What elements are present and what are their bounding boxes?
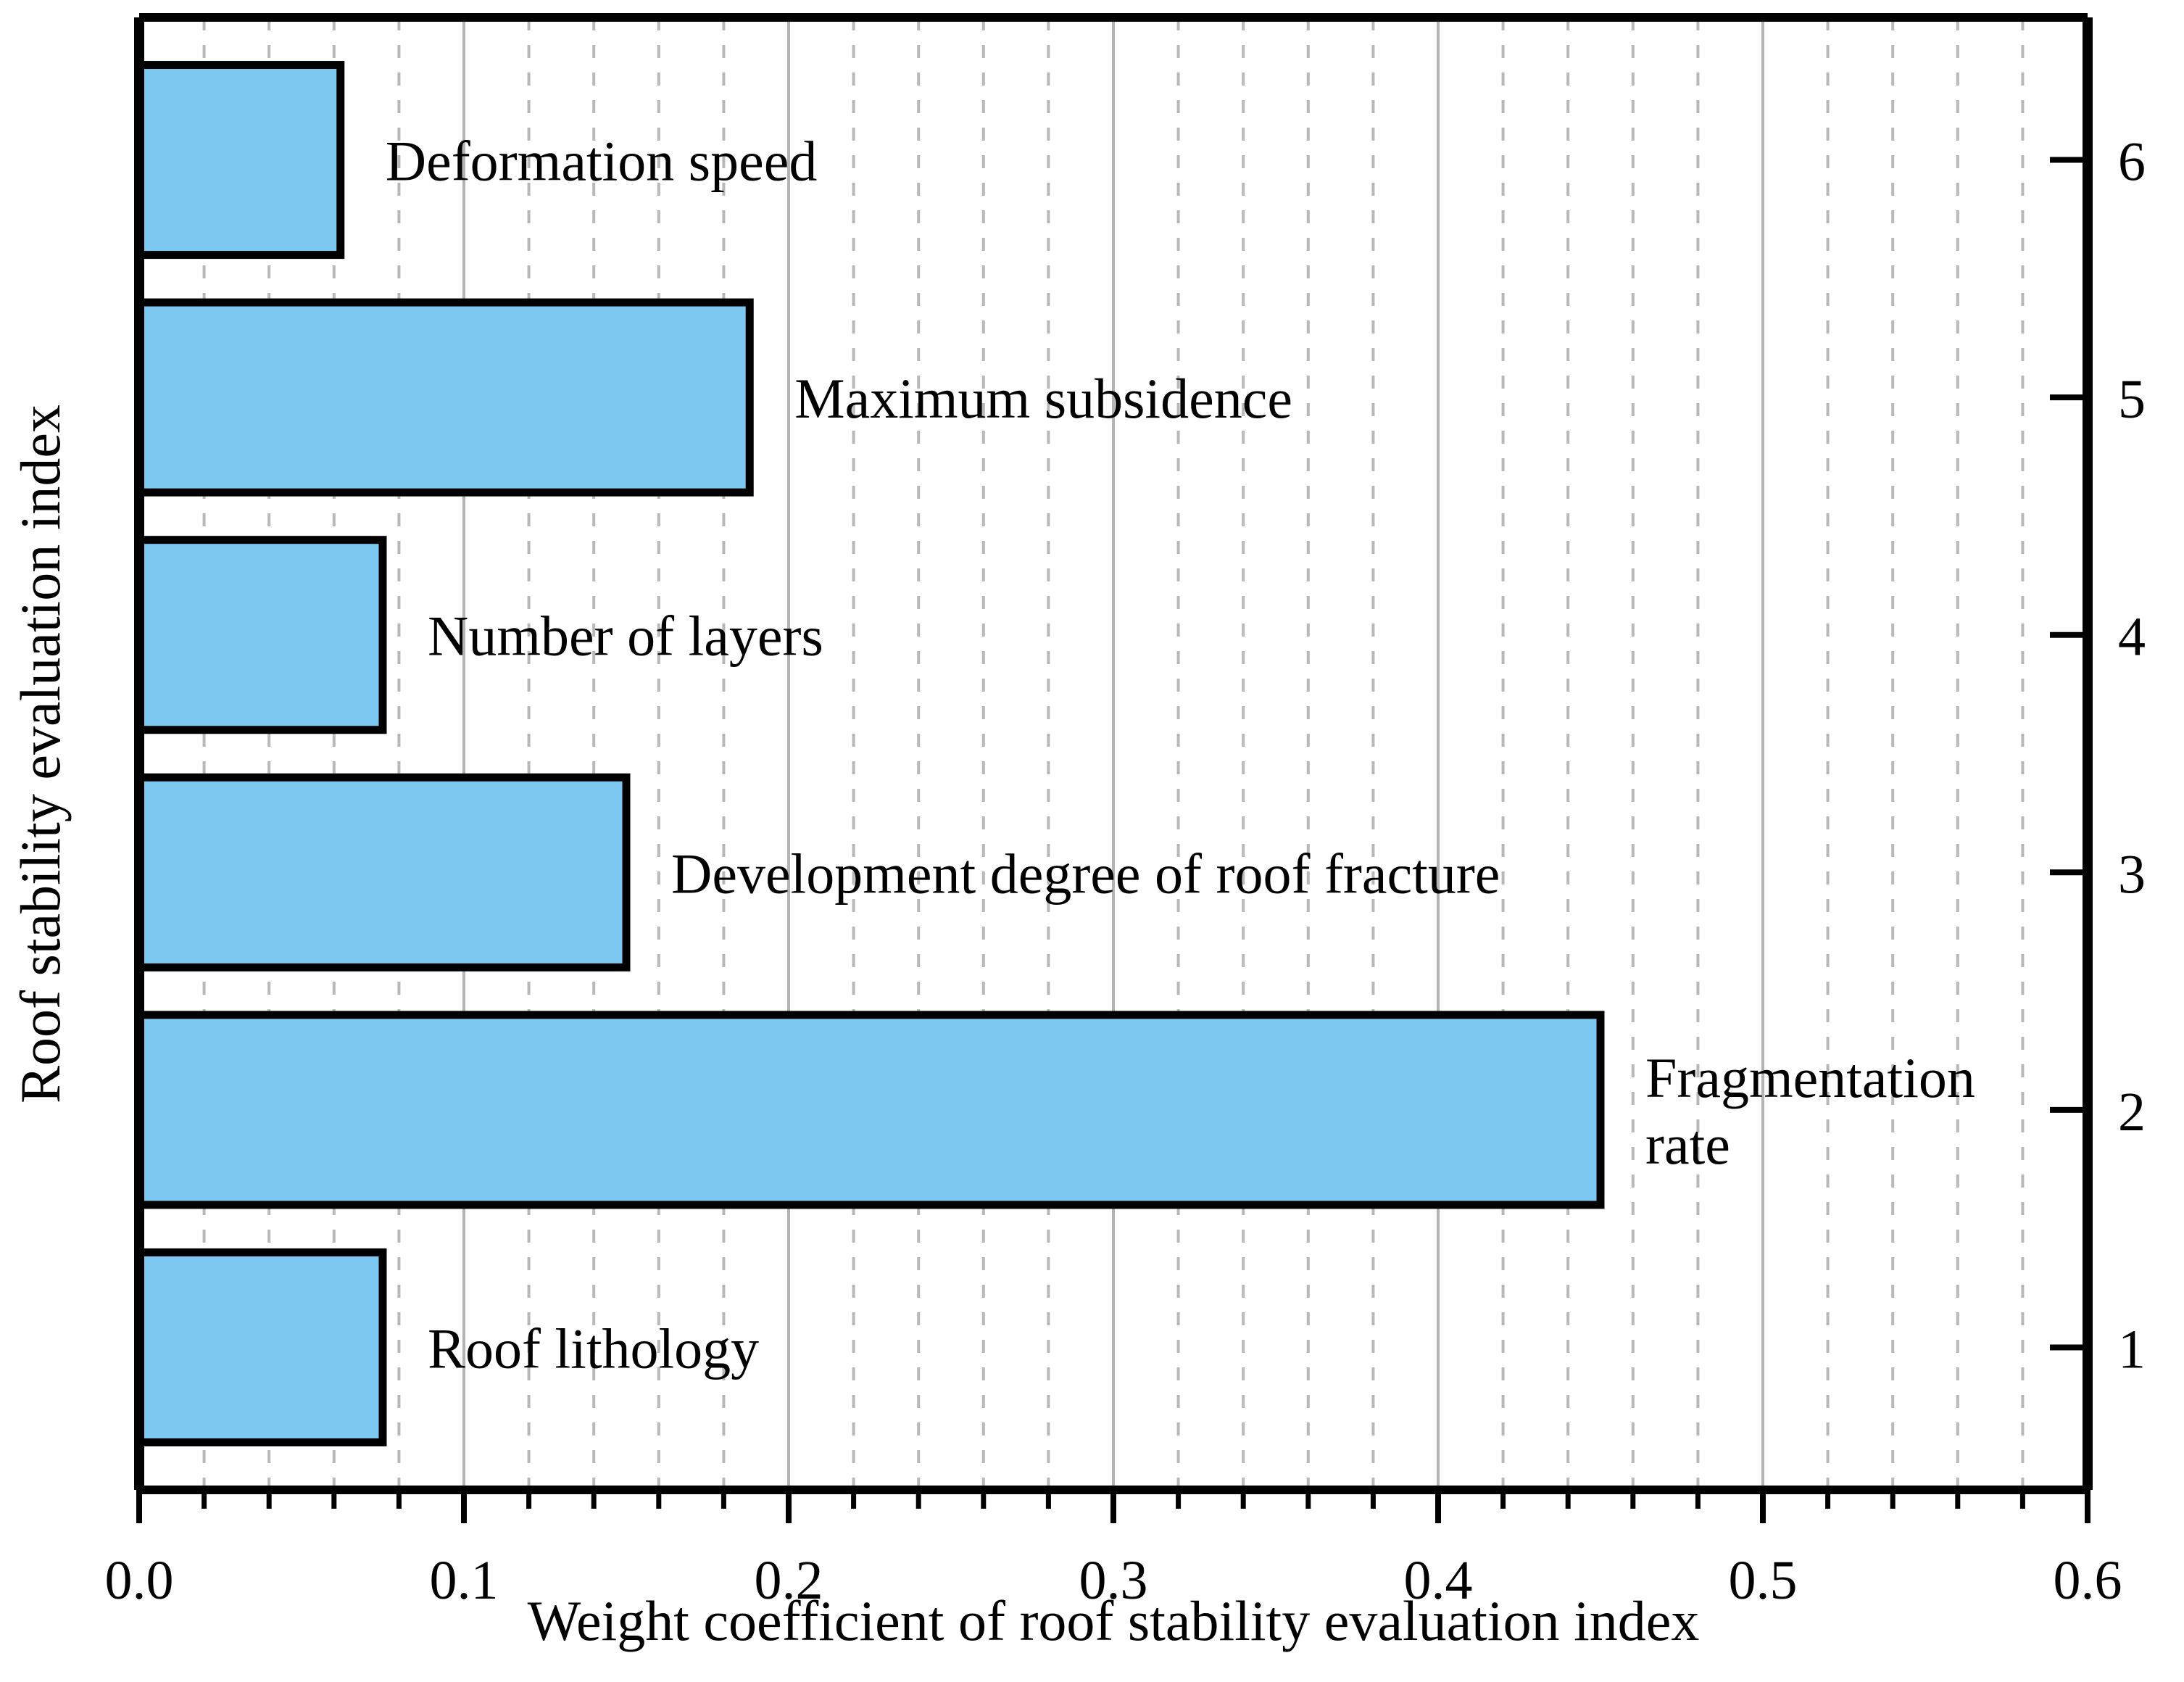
y-tick-label: 6 xyxy=(2118,132,2146,193)
y-axis-tick-labels: 1 2 3 4 5 6 xyxy=(2118,132,2146,1380)
x-tick-label: 0.1 xyxy=(430,1550,499,1611)
bar-label-3: Development degree of roof fracture xyxy=(671,842,1500,905)
bar-label-6: Deformation speed xyxy=(386,130,818,193)
bar-3 xyxy=(135,773,631,972)
y-tick-label: 5 xyxy=(2118,369,2146,430)
x-axis-ticks xyxy=(136,1490,2090,1523)
x-tick-label: 0.3 xyxy=(1079,1550,1148,1611)
y-tick-label: 2 xyxy=(2118,1082,2146,1143)
bar-label-5: Maximum subsidence xyxy=(794,367,1292,430)
x-tick-label: 0.4 xyxy=(1404,1550,1473,1611)
bar-4 xyxy=(135,536,387,734)
y-axis-ticks xyxy=(2050,157,2088,1351)
x-tick-label: 0.6 xyxy=(2054,1550,2122,1611)
bar-6 xyxy=(135,61,345,260)
x-axis-title: Weight coefficient of roof stability eva… xyxy=(528,1589,1700,1652)
x-axis-tick-labels: 0.0 0.1 0.2 0.3 0.4 0.5 0.6 xyxy=(105,1550,2122,1611)
bar-label-4: Number of layers xyxy=(428,605,823,668)
bar-2 xyxy=(135,1011,1605,1209)
x-tick-label: 0.2 xyxy=(755,1550,823,1611)
x-tick-label: 0.5 xyxy=(1729,1550,1798,1611)
y-axis-title: Roof stability evaluation index xyxy=(9,405,72,1103)
y-tick-label: 4 xyxy=(2118,607,2146,668)
bars-group xyxy=(135,61,1605,1446)
bar-label-1: Roof lithology xyxy=(428,1317,759,1380)
major-gridlines xyxy=(462,17,1764,1490)
bar-label-2: rate xyxy=(1645,1113,1730,1176)
y-tick-label: 1 xyxy=(2118,1319,2146,1380)
bar-1 xyxy=(135,1248,387,1446)
y-tick-label: 3 xyxy=(2118,844,2146,905)
x-tick-label: 0.0 xyxy=(105,1550,174,1611)
bar-5 xyxy=(135,298,754,497)
bar-label-2: Fragmentation xyxy=(1645,1046,1975,1109)
